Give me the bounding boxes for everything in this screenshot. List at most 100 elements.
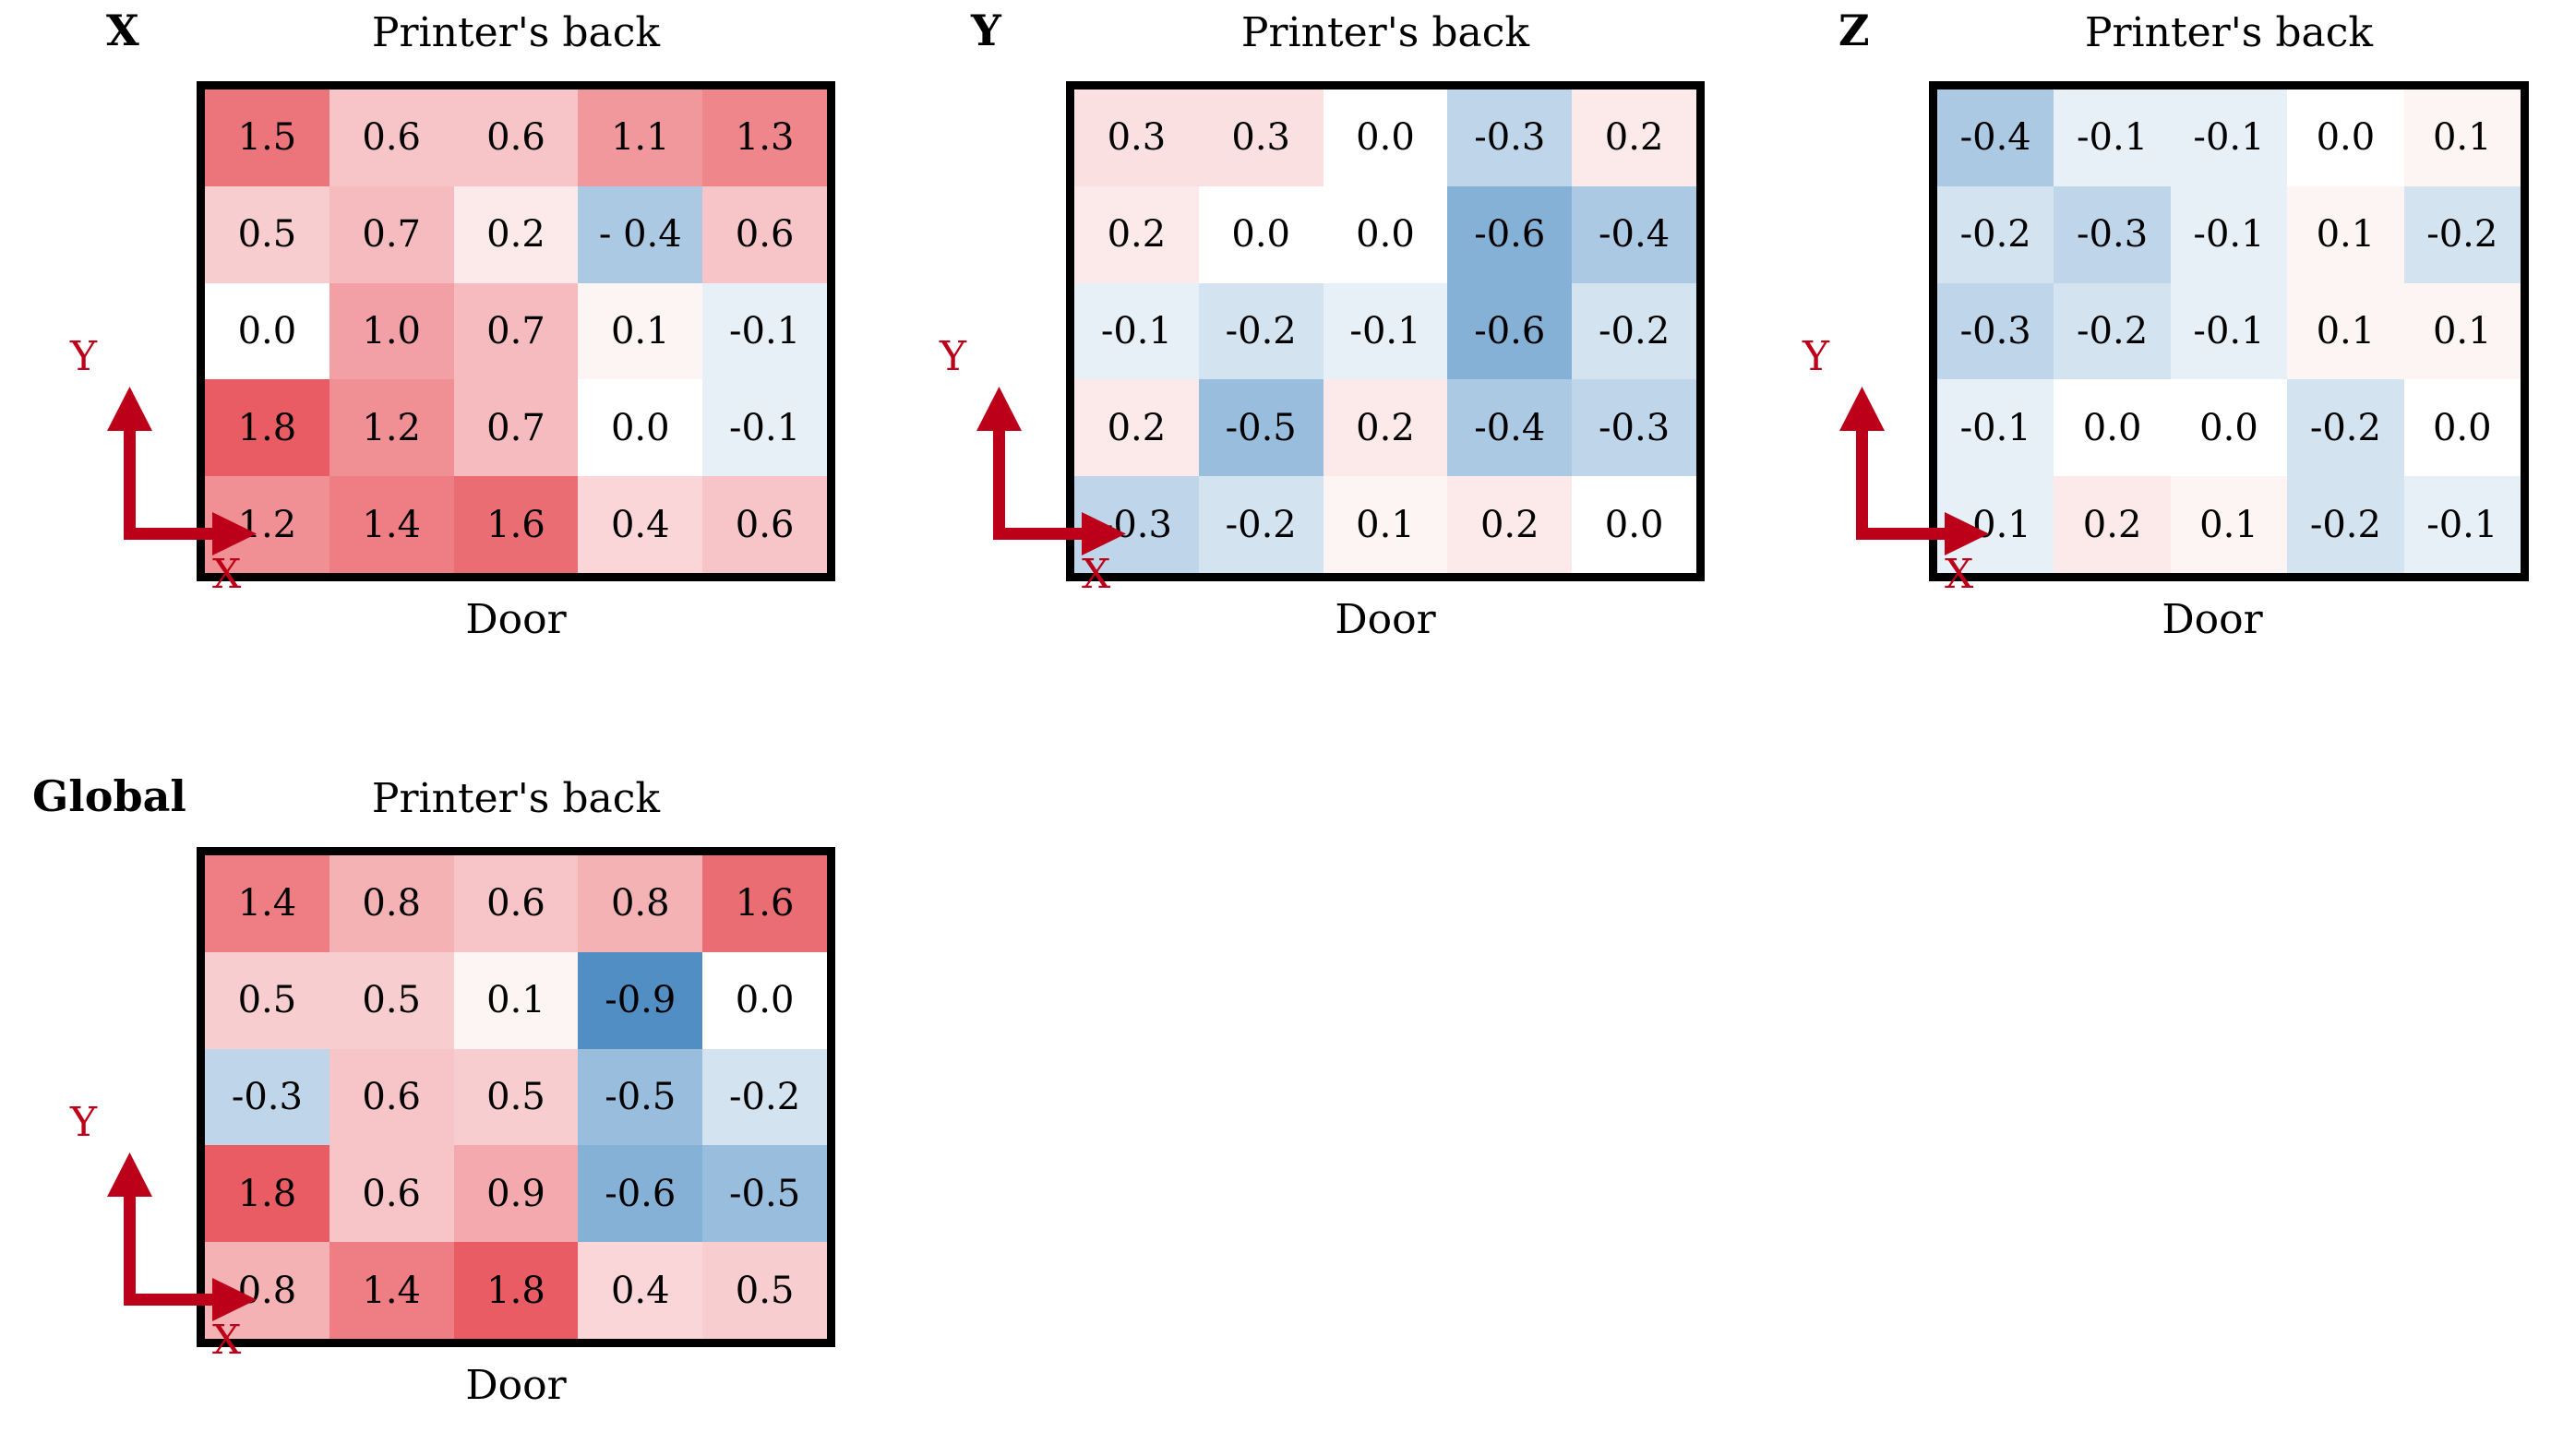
heatmap-cell: 0.0 xyxy=(1323,185,1448,283)
heatmap-cell: 1.8 xyxy=(205,379,329,477)
heatmap-cell: -0.1 xyxy=(1937,379,2054,477)
heatmap-cell: 0.3 xyxy=(1198,90,1323,186)
heatmap-cell: -0.2 xyxy=(2403,185,2521,283)
heatmap-cell: 1.4 xyxy=(205,855,329,952)
heatmap-cell: -0.3 xyxy=(1572,379,1696,477)
heatmap-cell: 1.6 xyxy=(702,855,827,952)
door-caption: Door xyxy=(465,596,567,643)
heatmap-cell: 0.5 xyxy=(205,185,329,283)
heatmap-cell: 0.7 xyxy=(329,185,454,283)
heatmap-cell: 0.6 xyxy=(329,1145,454,1243)
heatmap-cell: 0.2 xyxy=(1572,90,1696,186)
heatmap-cell: -0.1 xyxy=(2170,282,2288,380)
heatmap-cell: 0.2 xyxy=(1074,379,1199,477)
heatmap-cell: 0.4 xyxy=(578,1242,703,1339)
heatmap-cell: -0.2 xyxy=(1937,185,2054,283)
heatmap-cell: 0.8 xyxy=(578,855,703,952)
heatmap-cell: -0.9 xyxy=(578,951,703,1049)
heatmap-cell: -0.6 xyxy=(1447,282,1573,380)
heatmap-cell: -0.2 xyxy=(1572,282,1696,380)
heatmap-cell: 0.2 xyxy=(1323,379,1448,477)
heatmap-cell: -0.2 xyxy=(1198,282,1323,380)
heatmap-cell: 1.4 xyxy=(329,476,454,573)
printers-back-caption: Printer's back xyxy=(2084,9,2374,56)
heatmap-cell: 0.1 xyxy=(2170,476,2288,573)
heatmap-cell: 0.5 xyxy=(329,951,454,1049)
heatmap-cell: -0.5 xyxy=(1198,379,1323,477)
heatmap-cell: 1.2 xyxy=(329,379,454,477)
heatmap-cell: -0.1 xyxy=(2054,90,2171,186)
heatmap-cell: 0.5 xyxy=(205,951,329,1049)
heatmap-cell: -0.5 xyxy=(702,1145,827,1243)
heatmap-cell: 0.1 xyxy=(1323,476,1448,573)
heatmap-cell: 0.2 xyxy=(2054,476,2171,573)
axis-label-x: X xyxy=(1945,551,1974,598)
heatmap-cell: 0.0 xyxy=(2170,379,2288,477)
panel-title-x: X xyxy=(106,6,139,55)
heatmap-cell: -0.2 xyxy=(1198,476,1323,573)
heatmap-cell: 0.0 xyxy=(1572,476,1696,573)
heatmap-cell: 0.2 xyxy=(1074,185,1199,283)
heatmap-cell: -0.1 xyxy=(1323,282,1448,380)
heatmap-cell: 1.3 xyxy=(702,90,827,186)
heatmap-cell: -0.1 xyxy=(2170,90,2288,186)
heatmap-cell: 0.6 xyxy=(702,476,827,573)
panel-title-z: Z xyxy=(1838,6,1870,55)
heatmap-cell: 1.8 xyxy=(453,1242,579,1339)
axis-label-x: X xyxy=(212,551,242,598)
heatmap-cell: 0.1 xyxy=(2287,185,2404,283)
door-caption: Door xyxy=(2162,596,2263,643)
heatmap-cell: -0.6 xyxy=(578,1145,703,1243)
heatmap-cell: -0.4 xyxy=(1572,185,1696,283)
heatmap-cell: 0.0 xyxy=(2054,379,2171,477)
heatmap-cell: 0.0 xyxy=(578,379,703,477)
printers-back-caption: Printer's back xyxy=(371,775,661,822)
printers-back-caption: Printer's back xyxy=(371,9,661,56)
panel-title-global: Global xyxy=(32,771,186,821)
heatmap-cell: -0.1 xyxy=(2170,185,2288,283)
axis-label-y: Y xyxy=(70,1099,98,1146)
heatmap-cell: -0.1 xyxy=(702,282,827,380)
heatmap-cell: -0.1 xyxy=(702,379,827,477)
heatmap-cell: 0.3 xyxy=(1074,90,1199,186)
heatmap-cell: -0.3 xyxy=(205,1048,329,1146)
heatmap-cell: -0.1 xyxy=(1074,282,1199,380)
heatmap-cell: 0.0 xyxy=(2403,379,2521,477)
heatmap-cell: 0.4 xyxy=(578,476,703,573)
heatmap-cell: 0.0 xyxy=(702,951,827,1049)
heatmap-cell: 0.1 xyxy=(578,282,703,380)
heatmap-cell: 0.6 xyxy=(329,1048,454,1146)
heatmap-cell: 1.0 xyxy=(329,282,454,380)
heatmap-cell: -0.6 xyxy=(1447,185,1573,283)
axis-label-x: X xyxy=(212,1317,242,1364)
heatmap-cell: 0.0 xyxy=(2287,90,2404,186)
heatmap-cell: 0.0 xyxy=(1198,185,1323,283)
panel-title-y: Y xyxy=(971,6,1001,55)
heatmap-cell: 1.1 xyxy=(578,90,703,186)
heatmap-cell: 0.1 xyxy=(2403,282,2521,380)
heatmap-cell: 0.6 xyxy=(329,90,454,186)
heatmap-cell: -0.3 xyxy=(1447,90,1573,186)
heatmap-cell: 0.6 xyxy=(702,185,827,283)
heatmap-cell: -0.4 xyxy=(1447,379,1573,477)
heatmap-cell: -0.2 xyxy=(2287,379,2404,477)
heatmap-cell: 0.0 xyxy=(205,282,329,380)
heatmap-cell: 0.1 xyxy=(2287,282,2404,380)
heatmap-cell: -0.5 xyxy=(578,1048,703,1146)
heatmap-cell: -0.3 xyxy=(1937,282,2054,380)
heatmap-cell: 0.7 xyxy=(453,282,579,380)
heatmap-cell: -0.2 xyxy=(2287,476,2404,573)
heatmap-cell: 0.1 xyxy=(2403,90,2521,186)
printers-back-caption: Printer's back xyxy=(1240,9,1530,56)
heatmap-cell: -0.2 xyxy=(2054,282,2171,380)
heatmap-cell: 0.5 xyxy=(702,1242,827,1339)
heatmap-cell: 0.2 xyxy=(453,185,579,283)
heatmap-cell: 0.0 xyxy=(1323,90,1448,186)
heatmap-cell: 1.6 xyxy=(453,476,579,573)
heatmap-cell: -0.3 xyxy=(2054,185,2171,283)
